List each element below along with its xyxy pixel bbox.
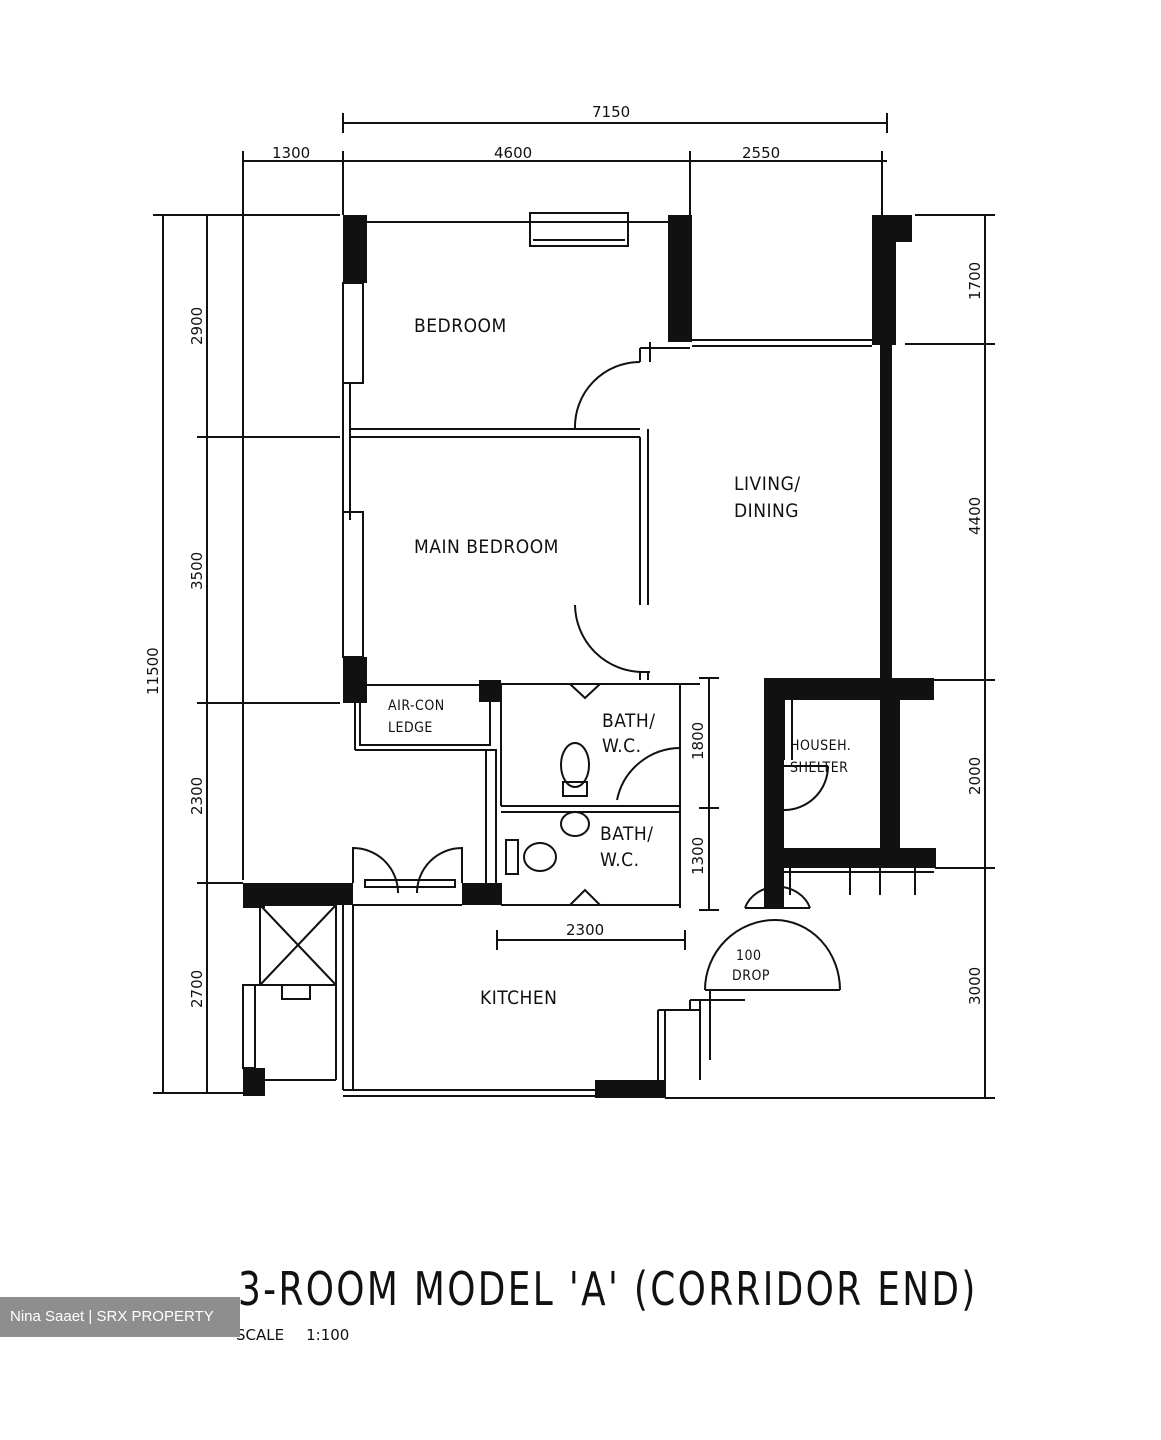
dim-top-right: 2550 — [742, 144, 780, 162]
floor-plan: BEDROOM MAIN BEDROOM LIVING/ DINING AIR-… — [144, 103, 995, 1099]
dim-right-1: 1700 — [966, 262, 984, 300]
dim-top-mid: 4600 — [494, 144, 532, 162]
dim-bath-width: 2300 — [566, 921, 604, 939]
plan-title: 3-ROOM MODEL 'A' (CORRIDOR END) — [238, 1262, 978, 1316]
label-shelter-2: SHELTER — [790, 760, 848, 776]
label-shelter-1: HOUSEH. — [790, 738, 851, 754]
dim-right-3: 2000 — [966, 757, 984, 795]
dim-left-3: 2300 — [188, 777, 206, 815]
wall-columns — [243, 215, 936, 1098]
label-bath-1: BATH/ — [602, 710, 656, 732]
scale-value: 1:100 — [306, 1326, 350, 1344]
dim-wc-height: 1300 — [689, 837, 707, 875]
scale-line: SCALE 1:100 — [236, 1326, 371, 1344]
dim-top-total: 7150 — [592, 103, 630, 121]
dim-left-1: 2900 — [188, 307, 206, 345]
label-living-2: DINING — [734, 500, 799, 522]
label-bath-2b: W.C. — [600, 849, 640, 871]
dim-left-4: 2700 — [188, 970, 206, 1008]
dimension-lines — [153, 113, 995, 1099]
label-bath-2: BATH/ — [600, 823, 654, 845]
label-aircon-2: LEDGE — [388, 720, 433, 736]
dim-left-total: 11500 — [144, 647, 162, 695]
label-kitchen: KITCHEN — [480, 987, 557, 1009]
label-drop-2: DROP — [732, 968, 770, 984]
label-living-1: LIVING/ — [734, 473, 801, 495]
label-main-bedroom: MAIN BEDROOM — [414, 536, 559, 558]
dim-left-2: 3500 — [188, 552, 206, 590]
label-bedroom: BEDROOM — [414, 315, 507, 337]
label-aircon-1: AIR-CON — [388, 698, 445, 714]
label-bath-1b: W.C. — [602, 735, 642, 757]
dim-bath-height: 1800 — [689, 722, 707, 760]
watermark: Nina Saaet | SRX PROPERTY — [0, 1297, 240, 1337]
label-drop-1: 100 — [736, 948, 762, 964]
dim-right-4: 3000 — [966, 967, 984, 1005]
dim-right-2: 4400 — [966, 497, 984, 535]
scale-label: SCALE — [236, 1326, 285, 1344]
dim-top-left: 1300 — [272, 144, 310, 162]
thin-walls — [242, 212, 934, 1098]
